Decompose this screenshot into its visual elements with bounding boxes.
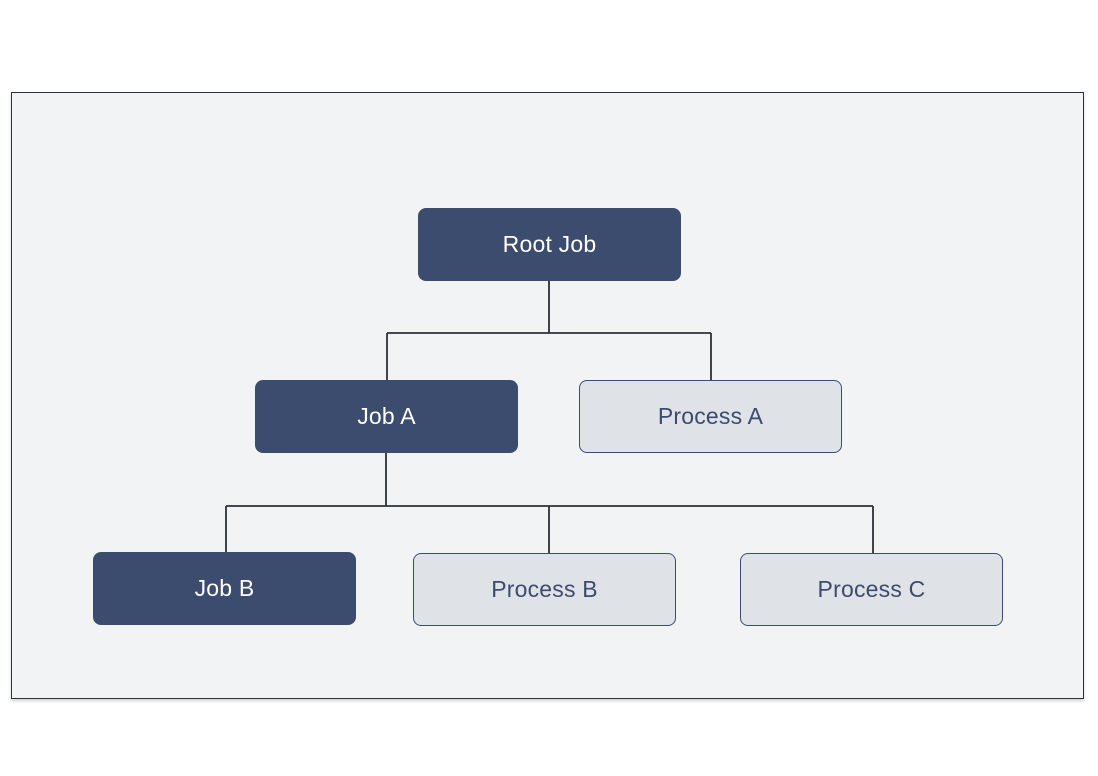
node-process-a[interactable]: Process A: [579, 380, 842, 453]
node-process-b[interactable]: Process B: [413, 553, 676, 626]
node-label: Job B: [194, 575, 255, 601]
node-job-b[interactable]: Job B: [93, 552, 356, 625]
node-label: Job A: [357, 403, 416, 429]
node-root-job[interactable]: Root Job: [418, 208, 681, 281]
node-process-c[interactable]: Process C: [740, 553, 1003, 626]
node-job-a[interactable]: Job A: [255, 380, 518, 453]
node-label: Process C: [817, 576, 926, 602]
node-label: Root Job: [502, 231, 597, 257]
node-label: Process B: [491, 576, 598, 602]
node-label: Process A: [657, 403, 764, 429]
